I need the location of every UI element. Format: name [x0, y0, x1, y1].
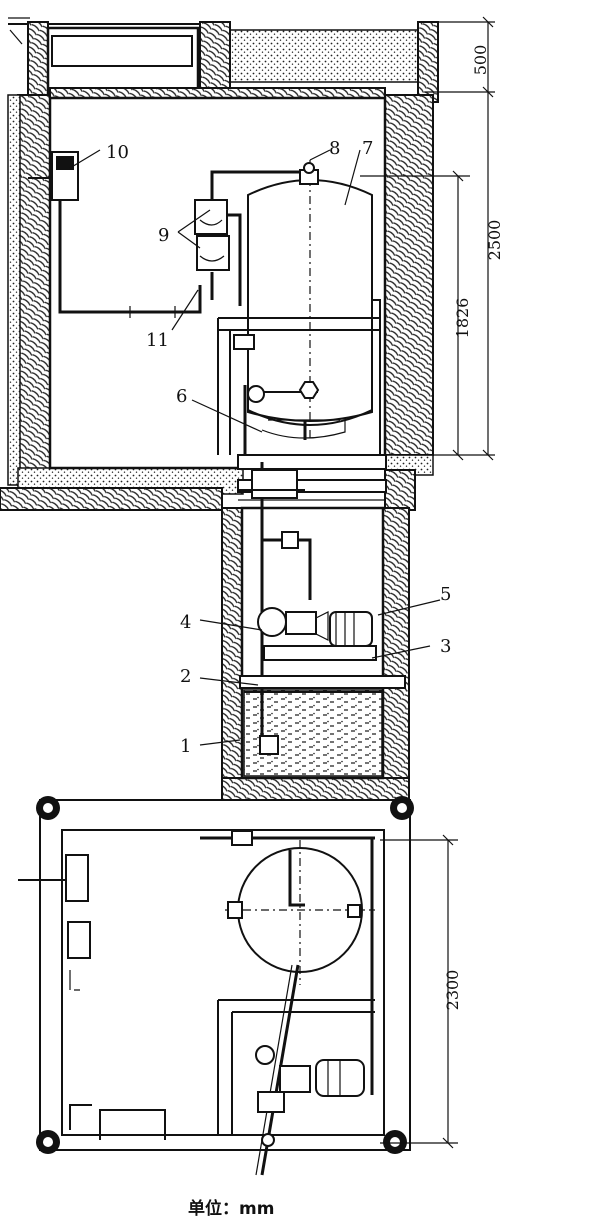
label-8: 8: [329, 138, 340, 159]
plan-control-box: [65, 854, 89, 902]
label-7: 7: [362, 138, 373, 159]
chamber-wall-right: [384, 94, 434, 456]
label-10: 10: [106, 142, 129, 163]
gauge-9b: [196, 235, 230, 271]
label-6: 6: [176, 386, 187, 407]
leader-lines: [69, 149, 441, 746]
valve-6a-icon: [247, 385, 265, 403]
earth-left-top: [27, 21, 49, 98]
label-5: 5: [440, 584, 451, 605]
valve-6b-icon: [298, 381, 320, 399]
dim-2300: 2300: [443, 970, 462, 1011]
water-sump: [243, 689, 383, 777]
top-slab: [224, 29, 436, 83]
shaft-wall-left: [221, 507, 243, 779]
dim-2500: 2500: [485, 220, 504, 261]
label-3: 3: [440, 636, 451, 657]
label-4: 4: [180, 612, 191, 633]
pump-base-3: [263, 645, 377, 661]
pump-4: [257, 607, 287, 637]
earth-right-top: [417, 21, 439, 103]
dim-500: 500: [471, 45, 490, 76]
dim-1826: 1826: [453, 298, 472, 339]
plan-view: [18, 796, 414, 1176]
dimension-lines: [360, 16, 495, 461]
label-2: 2: [180, 666, 191, 687]
label-9: 9: [158, 225, 169, 246]
elevation-view: [0, 17, 439, 803]
pressure-tank: [247, 160, 373, 440]
valve-8-icon: [303, 162, 315, 174]
pipe-top: [210, 170, 300, 200]
label-1: 1: [180, 736, 191, 757]
label-11: 11: [146, 330, 169, 351]
units-caption: 单位：mm: [188, 1198, 274, 1219]
plan-dimension: [380, 834, 458, 1149]
shaft-wall-right: [382, 507, 410, 779]
chamber-wall-left: [17, 94, 51, 486]
shaft-floor: [221, 777, 410, 803]
access-hatch: [51, 35, 193, 67]
